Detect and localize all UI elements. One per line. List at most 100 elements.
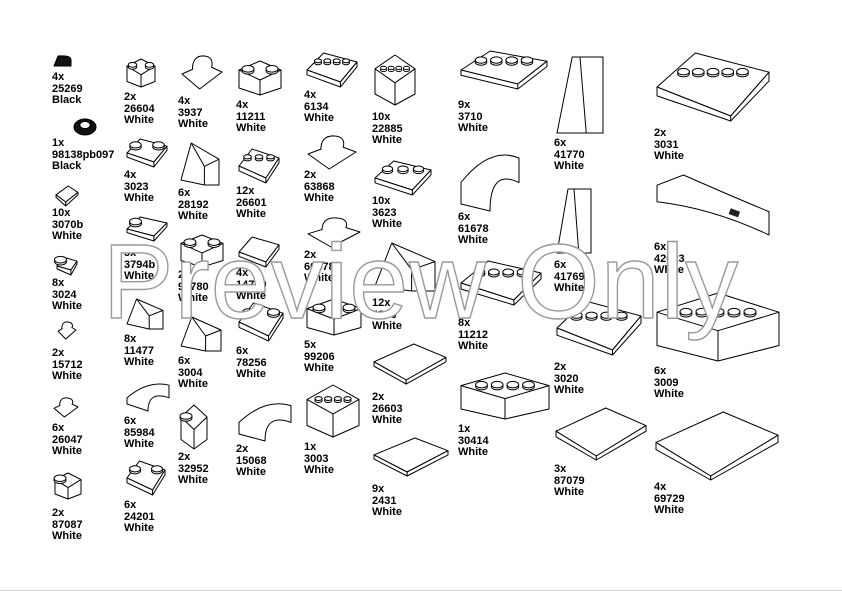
part-qty: 8x bbox=[124, 333, 137, 345]
part-id: 3070b bbox=[52, 218, 84, 231]
part-qty: 2x bbox=[304, 249, 317, 261]
part-color: White bbox=[178, 292, 208, 304]
part-color: White bbox=[304, 272, 334, 284]
part-60478-icon bbox=[304, 214, 364, 250]
part-id: 3794b bbox=[124, 258, 156, 271]
part-id: 11211 bbox=[236, 110, 266, 123]
part-id: 99780 bbox=[178, 280, 209, 293]
part-color: White bbox=[124, 270, 154, 282]
part-qty: 6x bbox=[654, 365, 667, 377]
part-color: White bbox=[52, 300, 82, 312]
part-color: White bbox=[236, 368, 266, 380]
part-id: 26603 bbox=[372, 402, 403, 415]
part-id: 85984 bbox=[124, 426, 155, 439]
part-22885-icon bbox=[372, 52, 418, 108]
part-id: 15068 bbox=[236, 454, 267, 467]
part-id: 22885 bbox=[372, 122, 403, 135]
part-qty: 5x bbox=[304, 339, 317, 351]
part-32952-icon bbox=[178, 402, 210, 452]
part-color: White bbox=[124, 114, 154, 126]
part-color: White bbox=[554, 160, 584, 172]
part-26604-icon bbox=[124, 56, 158, 90]
part-color: White bbox=[304, 112, 334, 124]
part-63868-icon bbox=[304, 132, 360, 172]
part-qty: 6x bbox=[52, 422, 65, 434]
part-color: White bbox=[458, 340, 488, 352]
part-color: Black bbox=[52, 94, 82, 106]
part-qty: 4x bbox=[178, 95, 191, 107]
part-id: 11477 bbox=[124, 344, 154, 357]
part-qty: 6x bbox=[178, 187, 191, 199]
part-id: 24201 bbox=[124, 510, 155, 523]
part-color: White bbox=[178, 210, 208, 222]
part-qty: 4x bbox=[124, 169, 137, 181]
part-99780-icon bbox=[178, 232, 226, 270]
part-2431-icon bbox=[372, 436, 450, 478]
part-color: White bbox=[178, 378, 208, 390]
part-id: 98138pb097 bbox=[52, 148, 115, 161]
part-color: White bbox=[654, 264, 684, 276]
part-30414-icon bbox=[458, 370, 552, 422]
part-id: 3024 bbox=[52, 288, 77, 301]
part-color: White bbox=[124, 192, 154, 204]
part-id: 3623 bbox=[372, 206, 397, 219]
part-3937-icon bbox=[178, 52, 226, 92]
part-3004-icon bbox=[178, 314, 224, 354]
part-id: 14719 bbox=[236, 278, 267, 291]
part-qty: 12x bbox=[236, 185, 255, 197]
part-11211-icon bbox=[236, 58, 284, 98]
part-id: 3937 bbox=[178, 106, 203, 119]
part-color: White bbox=[236, 208, 266, 220]
part-color: White bbox=[236, 466, 266, 478]
part-26603-icon bbox=[372, 342, 448, 386]
part-qty: 2x bbox=[124, 91, 137, 103]
part-15712-icon bbox=[54, 318, 80, 342]
part-id: 69729 bbox=[654, 492, 685, 505]
part-26047-icon bbox=[50, 394, 82, 420]
part-qty: 2x bbox=[654, 127, 667, 139]
part-color: White bbox=[236, 122, 266, 134]
part-qty: 3x bbox=[554, 463, 567, 475]
part-color: White bbox=[554, 384, 584, 396]
part-id: 30414 bbox=[458, 434, 489, 447]
part-color: White bbox=[372, 414, 402, 426]
part-3009-icon bbox=[654, 290, 782, 364]
part-color: White bbox=[554, 486, 584, 498]
part-3794b-icon bbox=[124, 214, 170, 244]
part-87079-icon bbox=[554, 406, 648, 462]
part-color: White bbox=[372, 320, 402, 332]
part-color: White bbox=[178, 474, 208, 486]
part-id: 2431 bbox=[372, 494, 397, 507]
part-id: 87079 bbox=[554, 474, 585, 487]
part-color: White bbox=[52, 230, 82, 242]
page-divider bbox=[0, 590, 842, 591]
part-id: 41770 bbox=[554, 148, 585, 161]
part-qty: 8x bbox=[52, 277, 65, 289]
part-id: 3009 bbox=[654, 376, 679, 389]
part-id: 11212 bbox=[458, 328, 488, 341]
part-qty: 4x bbox=[236, 267, 249, 279]
part-id: 3004 bbox=[178, 366, 203, 379]
part-qty: 1x bbox=[52, 137, 65, 149]
part-qty: 6x bbox=[124, 415, 137, 427]
part-3710-icon bbox=[458, 48, 550, 92]
part-qty: 6x bbox=[124, 499, 137, 511]
part-99206-icon bbox=[304, 296, 364, 338]
part-qty: 2x bbox=[372, 391, 385, 403]
